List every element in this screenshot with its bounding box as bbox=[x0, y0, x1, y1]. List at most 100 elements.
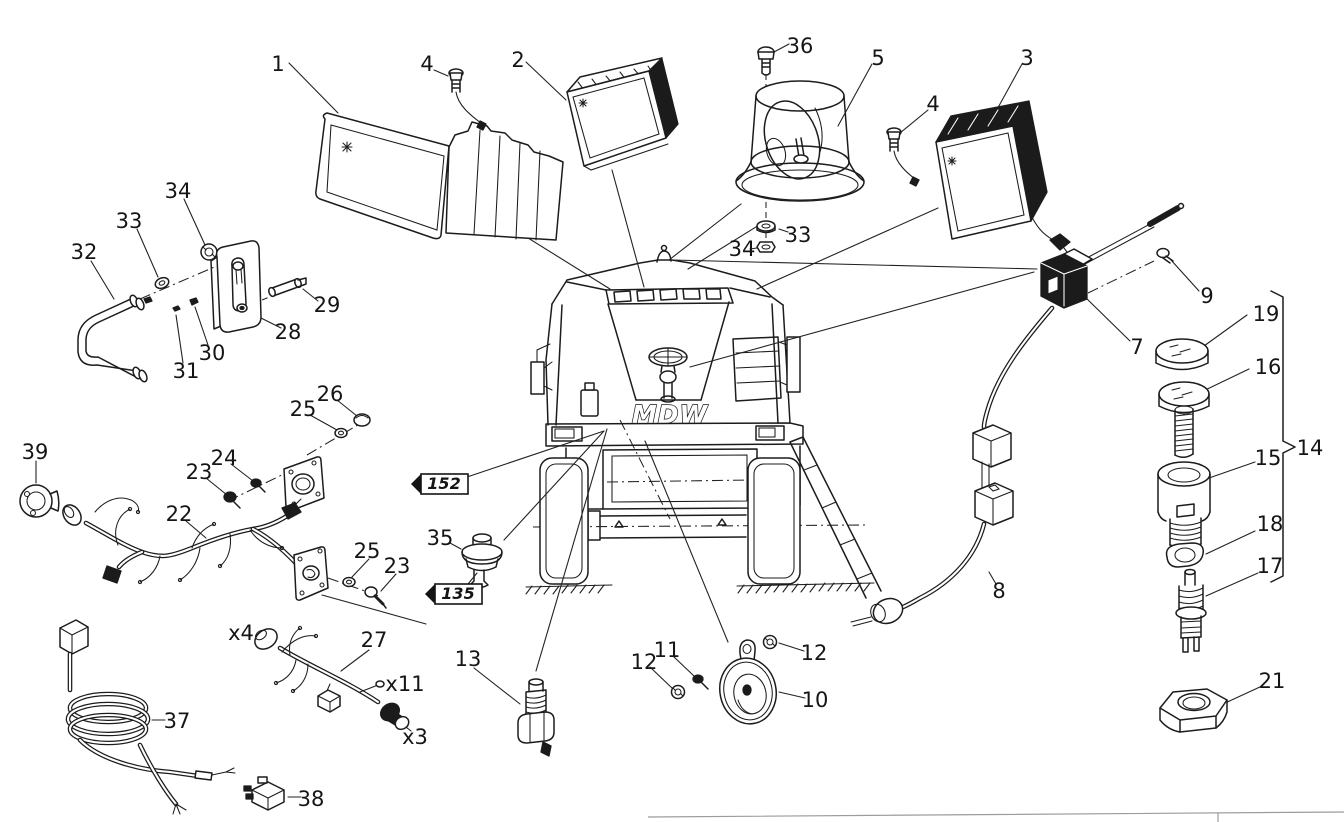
right-marker-light bbox=[755, 425, 785, 441]
cab-canister-cap bbox=[584, 382, 595, 391]
callout-13: 13 bbox=[455, 647, 482, 671]
callout-5: 5 bbox=[871, 46, 884, 70]
cable-8 bbox=[850, 305, 1055, 627]
callout-37: 37 bbox=[164, 709, 191, 733]
callout-34a: 34 bbox=[165, 179, 192, 203]
nut-12-right bbox=[762, 634, 778, 650]
washer-25-upper bbox=[334, 427, 348, 439]
coiled-cable-37 bbox=[59, 619, 236, 815]
right-wheel bbox=[747, 457, 801, 585]
callout-12a: 12 bbox=[631, 650, 658, 674]
callout-22: 22 bbox=[166, 502, 193, 526]
left-marker-light bbox=[551, 426, 583, 442]
right-mirror bbox=[778, 336, 801, 393]
ref-152-label: 152 bbox=[427, 474, 460, 493]
relay-38 bbox=[243, 776, 285, 811]
screw-23-upper bbox=[223, 491, 241, 509]
harness-connector-c bbox=[102, 565, 122, 584]
work-light-2 bbox=[566, 57, 679, 171]
cap-16 bbox=[1158, 381, 1210, 458]
callout-33b: 33 bbox=[785, 223, 812, 247]
left-wheel bbox=[539, 457, 589, 585]
socket-plate-lower bbox=[293, 546, 329, 601]
work-light-3 bbox=[935, 100, 1071, 257]
washer-25-lower bbox=[342, 576, 356, 588]
callout-25a: 25 bbox=[290, 397, 317, 421]
callout-38: 38 bbox=[298, 787, 325, 811]
cap-26 bbox=[353, 413, 371, 427]
callout-36: 36 bbox=[787, 34, 814, 58]
harness-connector-a bbox=[62, 504, 82, 526]
callout-4b: 4 bbox=[926, 92, 939, 116]
callout-1: 1 bbox=[271, 52, 284, 76]
bulb-icon bbox=[578, 98, 588, 108]
callout-35: 35 bbox=[427, 526, 454, 550]
callout-x11: x11 bbox=[385, 672, 424, 696]
callout-26: 26 bbox=[317, 382, 344, 406]
callout-10: 10 bbox=[802, 688, 829, 712]
socket-plate-upper bbox=[283, 456, 325, 512]
callout-17: 17 bbox=[1257, 554, 1284, 578]
connector-x4 bbox=[254, 628, 278, 650]
callout-x3: x3 bbox=[402, 725, 428, 749]
connector-x3 bbox=[379, 702, 412, 732]
callout-24: 24 bbox=[211, 446, 238, 470]
cable-connector-upper bbox=[972, 424, 1012, 468]
screw-24 bbox=[250, 478, 266, 493]
washer-33-left bbox=[154, 276, 170, 290]
pressure-switch-13 bbox=[517, 678, 555, 757]
ref-box-135: 135 bbox=[425, 583, 483, 605]
mounting-bolt-4-left bbox=[448, 68, 487, 131]
mounting-bolt-4-right bbox=[886, 127, 920, 187]
nut-12-left bbox=[670, 684, 686, 700]
harness-connector-b bbox=[281, 502, 302, 520]
callout-21: 21 bbox=[1259, 669, 1286, 693]
switch-17 bbox=[1175, 568, 1207, 653]
callout-3: 3 bbox=[1020, 46, 1033, 70]
mdw-logo: MDW bbox=[632, 400, 709, 429]
rivet-30 bbox=[189, 297, 199, 306]
callout-14: 14 bbox=[1297, 436, 1324, 460]
plate-28 bbox=[210, 240, 273, 333]
beacon-reflector bbox=[763, 100, 821, 180]
column-knob bbox=[659, 370, 677, 403]
callout-15: 15 bbox=[1255, 446, 1282, 470]
washer-33-beacon bbox=[756, 220, 776, 234]
callout-27: 27 bbox=[361, 628, 388, 652]
antenna-7 bbox=[1040, 202, 1185, 309]
callout-labels: 1 4 2 36 5 4 3 33 34 9 7 19 16 14 15 18 … bbox=[22, 34, 1324, 811]
steering-wheel bbox=[648, 347, 688, 373]
combine-harvester-front-view: MDW bbox=[525, 244, 882, 599]
callout-34b: 34 bbox=[729, 237, 756, 261]
beacon-bulb-base bbox=[793, 154, 809, 164]
callout-12b: 12 bbox=[801, 641, 828, 665]
ground-hatching bbox=[525, 582, 875, 595]
callout-11: 11 bbox=[654, 638, 681, 662]
rotating-beacon-5 bbox=[735, 80, 865, 202]
group-bracket-14 bbox=[1270, 290, 1296, 583]
terminal-x11 bbox=[375, 680, 385, 688]
bulb-icon bbox=[341, 141, 353, 153]
callout-7: 7 bbox=[1130, 335, 1143, 359]
bulb-icon bbox=[947, 156, 957, 166]
callout-x4: x4 bbox=[228, 621, 254, 645]
nut-34-left bbox=[200, 243, 218, 261]
callout-31: 31 bbox=[173, 359, 200, 383]
callout-4a: 4 bbox=[420, 52, 433, 76]
callout-30: 30 bbox=[199, 341, 226, 365]
nut-34-beacon bbox=[756, 241, 776, 253]
callout-25b: 25 bbox=[354, 539, 381, 563]
callout-2: 2 bbox=[511, 48, 524, 72]
callout-32: 32 bbox=[71, 240, 98, 264]
cable-connector-lower bbox=[974, 482, 1014, 526]
callout-19: 19 bbox=[1253, 302, 1280, 326]
cab-canister bbox=[580, 389, 599, 417]
pin-31 bbox=[172, 305, 181, 312]
hex-nut-21 bbox=[1159, 688, 1228, 733]
horn-10 bbox=[719, 639, 777, 725]
left-mirror bbox=[530, 343, 553, 395]
callout-28: 28 bbox=[275, 320, 302, 344]
scanned-page-edge bbox=[647, 811, 1344, 822]
callout-29: 29 bbox=[314, 293, 341, 317]
